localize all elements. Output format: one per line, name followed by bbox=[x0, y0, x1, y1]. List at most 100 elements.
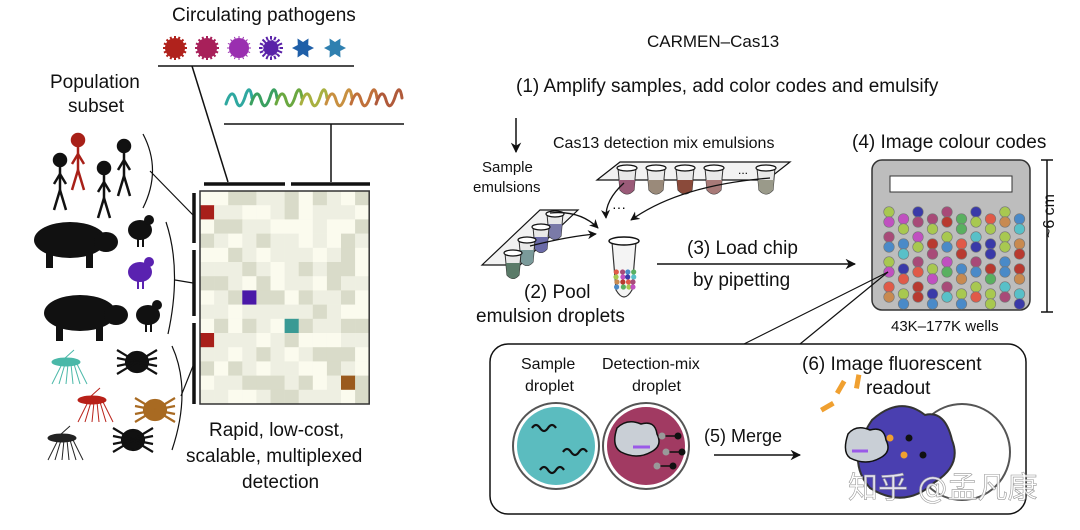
heatmap-cell bbox=[355, 234, 369, 249]
heatmap-cell bbox=[271, 205, 285, 220]
pooled-droplet bbox=[621, 284, 626, 289]
chip-well-droplet bbox=[942, 242, 953, 253]
reporter-fluor bbox=[659, 433, 666, 440]
heatmap-cell bbox=[242, 305, 256, 320]
chip-well-droplet bbox=[884, 282, 895, 293]
heatmap-cell bbox=[256, 191, 270, 206]
heatmap-cell bbox=[200, 219, 214, 234]
pooled-droplet bbox=[631, 274, 636, 279]
heatmap-cell bbox=[341, 234, 355, 249]
chip-well-droplet bbox=[956, 299, 967, 310]
heatmap-cell bbox=[200, 276, 214, 291]
worm bbox=[251, 90, 277, 106]
chip-well-droplet bbox=[1000, 292, 1011, 303]
heatmap-cell bbox=[355, 262, 369, 277]
heatmap-cell bbox=[285, 205, 299, 220]
heatmap-cell bbox=[327, 347, 341, 362]
heatmap-cell bbox=[327, 376, 341, 391]
heatmap-cell-positive bbox=[200, 205, 214, 220]
heatmap-cell bbox=[271, 347, 285, 362]
chip-well-droplet bbox=[927, 299, 938, 310]
heatmap-cell bbox=[299, 205, 313, 220]
chip-well-droplet bbox=[942, 257, 953, 268]
heatmap-cell bbox=[242, 319, 256, 334]
heatmap-cell bbox=[299, 376, 313, 391]
heatmap-cell bbox=[313, 219, 327, 234]
heatmap-cell bbox=[271, 219, 285, 234]
mosquito-silhouette bbox=[52, 350, 87, 384]
sample-tube bbox=[504, 250, 522, 279]
heatmap-cell bbox=[341, 219, 355, 234]
chip-well-droplet bbox=[927, 274, 938, 285]
detection-mix-tube-rack: ... bbox=[597, 162, 790, 194]
heatmap-cell bbox=[214, 376, 228, 391]
heatmap-cell bbox=[256, 290, 270, 305]
heatmap-cell bbox=[299, 290, 313, 305]
heatmap-cell bbox=[313, 333, 327, 348]
heatmap-cell bbox=[341, 347, 355, 362]
heatmap-cell bbox=[214, 319, 228, 334]
chip-well-droplet bbox=[985, 289, 996, 300]
pathogen-icon-virus-spiky-red bbox=[163, 36, 187, 60]
chip-well-droplet bbox=[971, 242, 982, 253]
pathogen-icon-virus-dotted-violet bbox=[259, 36, 283, 60]
heatmap-cell bbox=[299, 219, 313, 234]
chip-well-droplet bbox=[927, 249, 938, 260]
chip-well-droplet bbox=[1000, 267, 1011, 278]
chicken-silhouette bbox=[136, 300, 162, 332]
chip-well-droplet bbox=[1014, 289, 1025, 300]
detection-tube bbox=[675, 165, 695, 194]
heatmap-cell bbox=[256, 262, 270, 277]
heatmap-cell bbox=[299, 347, 313, 362]
heatmap-cell-positive bbox=[341, 376, 355, 391]
heatmap-cell bbox=[355, 276, 369, 291]
heatmap-cell-positive bbox=[285, 319, 299, 334]
cas13-protein bbox=[615, 422, 659, 456]
heatmap-cell bbox=[242, 205, 256, 220]
chip-well-droplet bbox=[1000, 257, 1011, 268]
heatmap-cell bbox=[228, 191, 242, 206]
heatmap-cell bbox=[228, 205, 242, 220]
heatmap-cell bbox=[256, 248, 270, 262]
reporter-quencher bbox=[679, 449, 686, 456]
heatmap-cell bbox=[200, 361, 214, 376]
heatmap-cell bbox=[271, 376, 285, 391]
heatmap-cell bbox=[327, 191, 341, 206]
heatmap-cell bbox=[299, 262, 313, 277]
chip-well-droplet bbox=[985, 299, 996, 310]
heatmap-cell bbox=[341, 290, 355, 305]
heatmap-cell bbox=[228, 376, 242, 391]
pathogen-icon-virus-star-teal bbox=[324, 39, 346, 58]
heatmap-cell-positive bbox=[242, 290, 256, 305]
heatmap-cell bbox=[200, 290, 214, 305]
heatmap-cell bbox=[228, 248, 242, 262]
reporter-fluor bbox=[663, 449, 670, 456]
heatmap-cell bbox=[214, 333, 228, 348]
heatmap-cell bbox=[200, 376, 214, 391]
tick-silhouette bbox=[135, 398, 175, 422]
heatmap-cell bbox=[242, 276, 256, 291]
chip-well-droplet bbox=[985, 239, 996, 250]
heatmap-cell bbox=[285, 219, 299, 234]
chip-well-droplet bbox=[1000, 242, 1011, 253]
chip-well-droplet bbox=[942, 282, 953, 293]
chip-well-droplet bbox=[884, 217, 895, 228]
chip-well-droplet bbox=[1014, 214, 1025, 225]
chip-well-droplet bbox=[956, 214, 967, 225]
chip-well-droplet bbox=[1014, 274, 1025, 285]
mosquito-silhouette bbox=[48, 426, 83, 460]
heatmap-cell bbox=[214, 290, 228, 305]
heatmap-cell bbox=[341, 319, 355, 334]
chip-well-droplet bbox=[913, 242, 924, 253]
detection-heatmap bbox=[200, 191, 370, 404]
cas13-protein-active bbox=[845, 428, 888, 462]
pathogen-icon-virus-hex-blue bbox=[292, 39, 314, 58]
tube-cap bbox=[609, 237, 639, 245]
heatmap-cell bbox=[200, 248, 214, 262]
chip-well-droplet bbox=[971, 217, 982, 228]
watermark: 知乎 @孟凡康 bbox=[848, 471, 1038, 506]
heatmap-cell bbox=[313, 319, 327, 334]
pooled-droplet bbox=[625, 269, 630, 274]
chip bbox=[872, 160, 1030, 310]
heatmap-cell bbox=[271, 191, 285, 206]
